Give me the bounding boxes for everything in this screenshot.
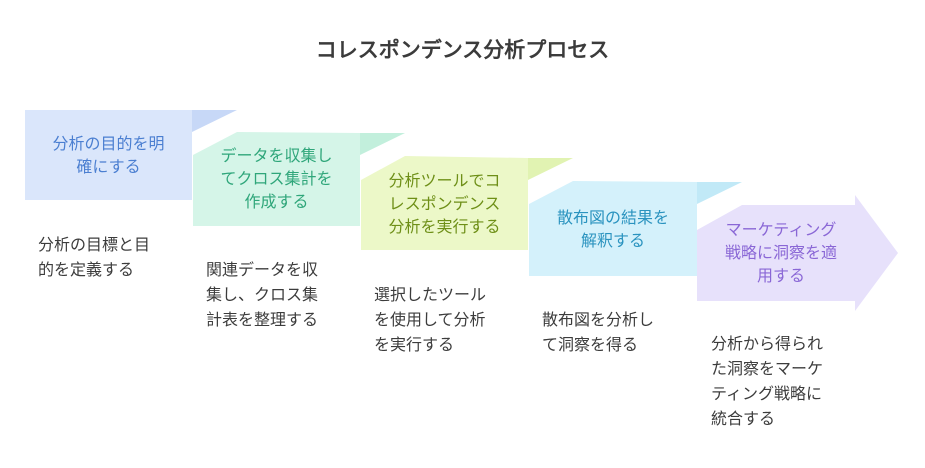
step-3-label-line: 分析を実行する — [388, 217, 501, 236]
step-3-description-line: を実行する — [374, 335, 455, 354]
step-4-label-line: 散布図の結果を — [556, 208, 669, 227]
step-3-label: 分析ツールでコ レスポンデンス 分析を実行する — [361, 169, 528, 238]
step-2-description: 関連データを収 集し、クロス集 計表を整理する — [206, 257, 356, 332]
step-2-label-line: 作成する — [244, 192, 309, 211]
step-5-description-line: ティング戦略に — [711, 384, 823, 403]
step-3-description: 選択したツール を使用して分析 を実行する — [374, 282, 524, 357]
step-4-label-line: 解釈する — [580, 231, 645, 250]
step-3-label-line: 分析ツールでコ — [388, 171, 501, 190]
diagram-title: コレスポンデンス分析プロセス — [315, 38, 610, 62]
step-2-tab — [360, 133, 405, 155]
step-4-box — [529, 181, 697, 276]
step-2-label-line: てクロス集計を — [220, 169, 333, 188]
step-3-description-line: 選択したツール — [374, 285, 487, 304]
step-2-box — [193, 132, 360, 226]
step-1-description: 分析の目標と目 的を定義する — [38, 232, 188, 282]
step-1-label: 分析の目的を明 確にする — [25, 132, 192, 178]
step-1-box — [25, 110, 192, 200]
step-4-description-line: 散布図を分析し — [542, 310, 655, 329]
step-3-box — [361, 156, 528, 250]
step-5-label-line: 戦略に洞察を適 — [724, 243, 837, 262]
step-1-label-line: 分析の目的を明 — [52, 134, 165, 153]
step-5-description-line: 統合する — [711, 409, 776, 428]
step-2-label-line: データを収集し — [220, 146, 333, 165]
step-1-tab — [192, 110, 237, 132]
step-1-label-line: 確にする — [76, 157, 141, 176]
step-4-label: 散布図の結果を 解釈する — [529, 206, 697, 252]
step-3-description-line: を使用して分析 — [374, 310, 486, 329]
step-5-label-line: 用する — [756, 266, 805, 285]
step-5-description-line: た洞察をマーケ — [711, 359, 824, 378]
step-5-description-line: 分析から得られ — [711, 334, 824, 353]
step-2-description-line: 計表を整理する — [206, 310, 319, 329]
step-5-description: 分析から得られ た洞察をマーケ ティング戦略に 統合する — [711, 331, 861, 431]
step-3-label-line: レスポンデンス — [388, 194, 501, 213]
step-5-label: マーケティング 戦略に洞察を適 用する — [697, 218, 865, 287]
step-4-tab — [697, 182, 742, 204]
step-2-description-line: 関連データを収 — [206, 260, 319, 279]
step-1-description-line: 分析の目標と目 — [38, 235, 151, 254]
step-3-tab — [528, 158, 573, 180]
step-1-description-line: 的を定義する — [38, 260, 135, 279]
step-5-label-line: マーケティング — [725, 220, 837, 239]
step-2-description-line: 集し、クロス集 — [206, 285, 319, 304]
step-5-arrow — [697, 195, 898, 311]
step-4-description: 散布図を分析し て洞察を得る — [542, 307, 692, 357]
step-4-description-line: て洞察を得る — [542, 335, 639, 354]
step-2-label: データを収集し てクロス集計を 作成する — [193, 144, 360, 213]
